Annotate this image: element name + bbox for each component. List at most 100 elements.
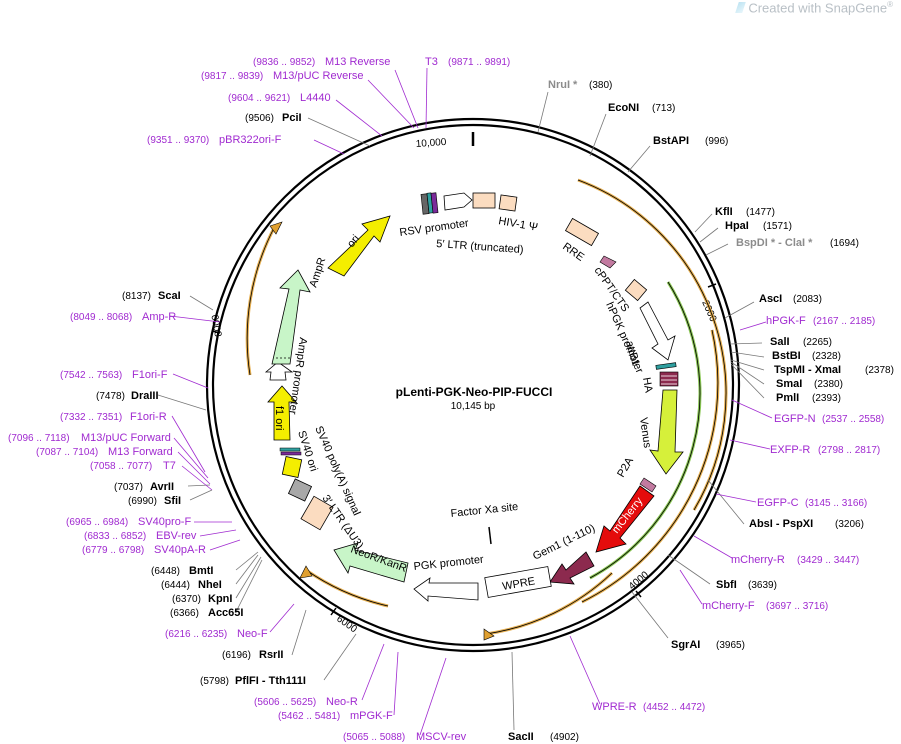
- svg-text:BspDI * - ClaI *: BspDI * - ClaI *: [736, 237, 813, 249]
- primer-wpre-r: WPRE-R(4452 .. 4472): [592, 701, 705, 713]
- enzyme-draiii: (7478)DraIII: [96, 390, 159, 402]
- svg-text:NruI *: NruI *: [548, 79, 578, 91]
- svg-text:(7096 .. 7118): (7096 .. 7118): [8, 433, 70, 444]
- svg-text:M13/pUC Forward: M13/pUC Forward: [81, 432, 171, 444]
- enzyme-bmti: (6448)BmtI: [151, 565, 213, 577]
- svg-text:KpnI: KpnI: [208, 593, 232, 605]
- svg-text:(3965): (3965): [716, 640, 745, 651]
- sv40-polya-block: [287, 478, 313, 502]
- primer-neo-f: (6216 .. 6235)Neo-F: [165, 628, 268, 640]
- svg-text:EBV-rev: EBV-rev: [156, 530, 197, 542]
- svg-text:DraIII: DraIII: [131, 390, 159, 402]
- svg-text:HpaI: HpaI: [725, 220, 749, 232]
- svg-text:KflI: KflI: [715, 206, 733, 218]
- svg-text:(6833 .. 6852): (6833 .. 6852): [84, 531, 146, 542]
- sv40-ori-block: [281, 456, 303, 478]
- svg-text:(6370): (6370): [172, 594, 201, 605]
- primer-amp-r: (8049 .. 8068) Amp-R: [70, 311, 176, 323]
- primer-lines: [169, 67, 773, 736]
- svg-text:M13/pUC Reverse: M13/pUC Reverse: [273, 70, 363, 82]
- svg-text:(4452 .. 4472): (4452 .. 4472): [643, 702, 705, 713]
- primer-egfp-n: EGFP-N(2537 .. 2558): [774, 413, 884, 425]
- svg-text:(2167 .. 2185): (2167 .. 2185): [813, 316, 875, 327]
- svg-text:BstBI: BstBI: [772, 350, 801, 362]
- primer-m13-reverse: (9836 .. 9852)M13 Reverse: [253, 56, 390, 68]
- enzyme-pflfi-tth111i: (5798)PflFI - Tth111I: [200, 675, 306, 687]
- svg-text:SV40pro-F: SV40pro-F: [138, 516, 191, 528]
- svg-text:(6196): (6196): [222, 650, 251, 661]
- svg-text:(6366): (6366): [170, 608, 199, 619]
- enzyme-asci: AscI(2083): [759, 293, 822, 305]
- svg-text:Acc65I: Acc65I: [208, 607, 243, 619]
- primer-neo-r: (5606 .. 5625)Neo-R: [254, 696, 358, 708]
- svg-text:T3: T3: [425, 56, 438, 68]
- enzyme-absi-pspxi: AbsI - PspXI(3206): [749, 518, 864, 530]
- svg-text:ScaI: ScaI: [158, 290, 181, 302]
- svg-text:Neo-F: Neo-F: [237, 628, 268, 640]
- enzyme-rsrii: (6196) RsrII: [222, 649, 283, 661]
- primer-mpgk-f: (5462 .. 5481)mPGK-F: [278, 710, 393, 722]
- feat-label-wpre: WPRE: [501, 575, 536, 593]
- svg-text:(6990): (6990): [128, 496, 157, 507]
- svg-text:T7: T7: [163, 460, 176, 472]
- rsv-mini-block-3: [430, 192, 439, 214]
- svg-text:EcoNI: EcoNI: [608, 102, 639, 114]
- svg-text:(9351 .. 9370): (9351 .. 9370): [147, 135, 209, 146]
- factor-xa-tick: [488, 526, 492, 545]
- primer-t7: (7058 .. 7077) T7: [90, 460, 176, 472]
- primer-m13-puc-forward: (7096 .. 7118) M13/pUC Forward: [8, 432, 171, 444]
- svg-text:(9506): (9506): [245, 113, 274, 124]
- svg-text:(3639): (3639): [748, 580, 777, 591]
- enzyme-hpai: HpaI(1571): [725, 220, 792, 232]
- primer-mscv-rev: (5065 .. 5088)MSCV-rev: [343, 731, 467, 743]
- svg-text:Amp-R: Amp-R: [142, 311, 176, 323]
- svg-text:(3145 .. 3166): (3145 .. 3166): [805, 498, 867, 509]
- svg-text:(8137): (8137): [122, 291, 151, 302]
- svg-text:(5606 .. 5625): (5606 .. 5625): [254, 697, 316, 708]
- primer-l4440: (9604 .. 9621) L4440: [228, 92, 331, 104]
- plasmid-length: 10,145 bp: [451, 401, 496, 412]
- svg-text:(1694): (1694): [830, 238, 859, 249]
- branding-mark: ®: [887, 0, 893, 9]
- enzyme-nrui: NruI * (380): [548, 79, 612, 91]
- svg-text:F1ori-R: F1ori-R: [130, 411, 167, 423]
- svg-text:(5065 .. 5088): (5065 .. 5088): [343, 732, 405, 743]
- f1-ori-arrow: [267, 385, 297, 441]
- svg-text:(996): (996): [705, 136, 728, 147]
- svg-text:AbsI - PspXI: AbsI - PspXI: [749, 518, 813, 530]
- enzyme-sbfi: SbfI(3639): [716, 579, 777, 591]
- primer-sv40pro-f: (6965 .. 6984)SV40pro-F: [66, 516, 191, 528]
- svg-text:(380): (380): [589, 80, 612, 91]
- svg-text:PflFI - Tth111I: PflFI - Tth111I: [235, 675, 306, 687]
- svg-text:EGFP-C: EGFP-C: [757, 497, 799, 509]
- tick-label-10000: 10,000: [415, 137, 447, 150]
- primer-hpgk-f: hPGK-F(2167 .. 2185): [766, 315, 875, 327]
- enzyme-scai: (8137) ScaI: [122, 290, 181, 302]
- primer-m13-puc-reverse: (9817 .. 9839)M13/pUC Reverse: [201, 70, 363, 82]
- svg-text:(2265): (2265): [803, 337, 832, 348]
- tick-label-2000: 2000: [699, 299, 718, 324]
- svg-text:mCherry-R: mCherry-R: [731, 554, 785, 566]
- enzyme-sacii: SacII(4902): [508, 731, 579, 743]
- feat-label-rsv-promoter: RSV promoter: [399, 217, 470, 239]
- svg-text:(8049 .. 8068): (8049 .. 8068): [70, 312, 132, 323]
- svg-text:L4440: L4440: [300, 92, 331, 104]
- svg-text:M13 Forward: M13 Forward: [108, 446, 173, 458]
- orf-arcs: [245, 178, 728, 641]
- enzyme-labels: NruI *(380) EcoNI(713) BstAPI(996) KflI(…: [96, 79, 894, 743]
- svg-text:RsrII: RsrII: [259, 649, 283, 661]
- svg-text:(9604 .. 9621): (9604 .. 9621): [228, 93, 290, 104]
- primer-ebv-rev: (6833 .. 6852) EBV-rev: [84, 530, 197, 542]
- backbone-outer-ring: [205, 117, 741, 653]
- neor-kanr-arrow: [333, 542, 409, 583]
- svg-text:(7332 .. 7351): (7332 .. 7351): [60, 412, 122, 423]
- svg-text:SV40pA-R: SV40pA-R: [154, 544, 206, 556]
- feat-label-ltr5: 5′ LTR (truncated): [436, 238, 524, 256]
- svg-text:NheI: NheI: [198, 579, 222, 591]
- svg-text:(7058 .. 7077): (7058 .. 7077): [90, 461, 152, 472]
- branding-prefix: Created with: [748, 0, 825, 16]
- svg-text:(2798 .. 2817): (2798 .. 2817): [818, 445, 880, 456]
- enzyme-acc65i: (6366) Acc65I: [170, 607, 243, 619]
- venus-arrow: [649, 389, 684, 475]
